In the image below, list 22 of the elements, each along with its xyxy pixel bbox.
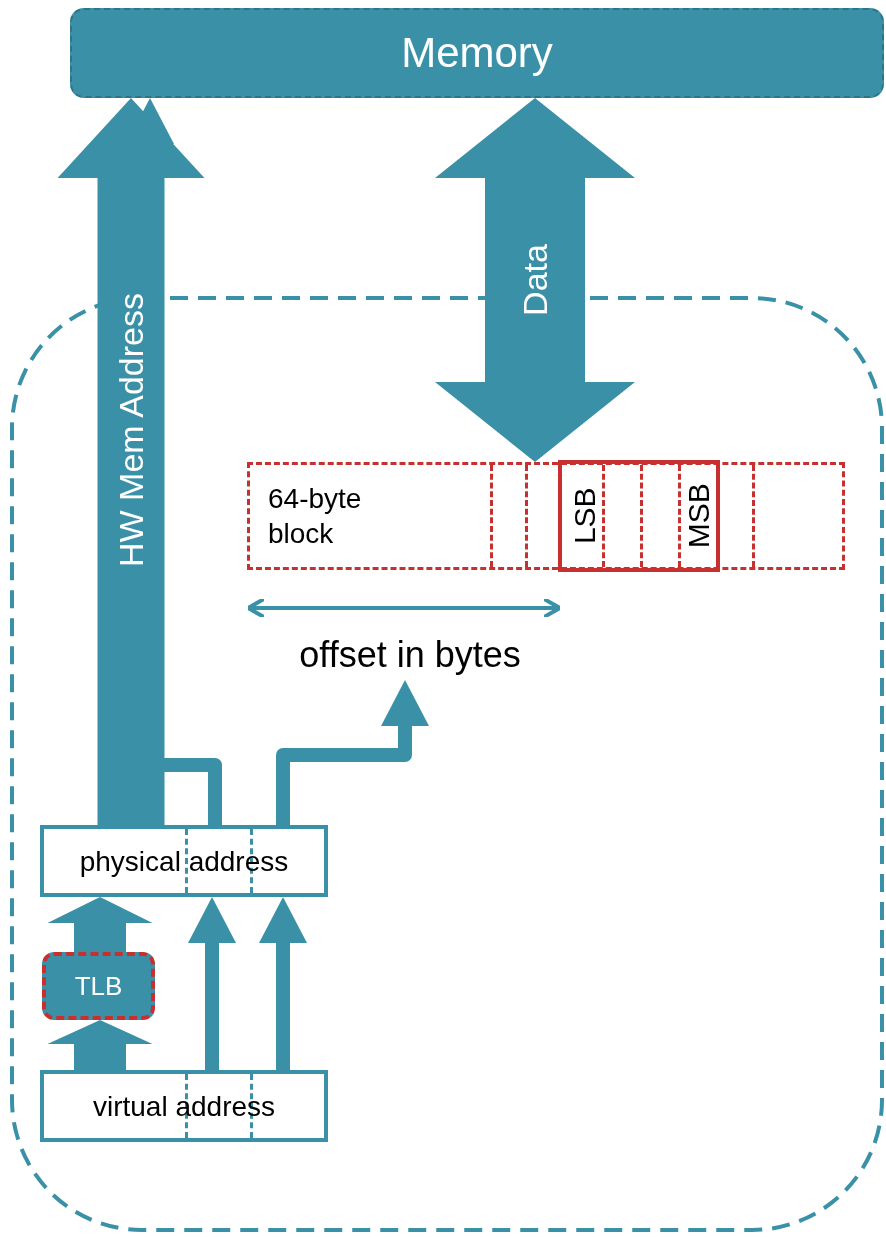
address-register xyxy=(40,1070,328,1142)
register-label: virtual address xyxy=(92,1089,276,1124)
tlb-label: TLB xyxy=(74,969,123,1003)
memory-label: Memory xyxy=(401,27,553,78)
byte-label: LSB xyxy=(566,487,602,545)
block-arrow xyxy=(47,897,153,952)
offset-text: offset in bytes xyxy=(299,632,521,677)
block-label: 64-byte block xyxy=(268,482,363,551)
block-arrow xyxy=(47,1020,153,1070)
register-label: physical address xyxy=(79,844,289,879)
address-register xyxy=(40,825,328,897)
arrow xyxy=(276,680,429,825)
block-arrow xyxy=(57,98,205,825)
cache-block-strip xyxy=(247,462,845,570)
byte-label: MSB xyxy=(680,483,716,549)
block-arrow xyxy=(435,98,635,462)
edge-label: HW Mem Address xyxy=(114,293,148,567)
arrow xyxy=(259,897,307,1070)
arrow xyxy=(188,897,236,1070)
memory-bar xyxy=(70,8,884,98)
tlb-box xyxy=(42,952,155,1020)
edge-label: Data xyxy=(518,244,552,316)
